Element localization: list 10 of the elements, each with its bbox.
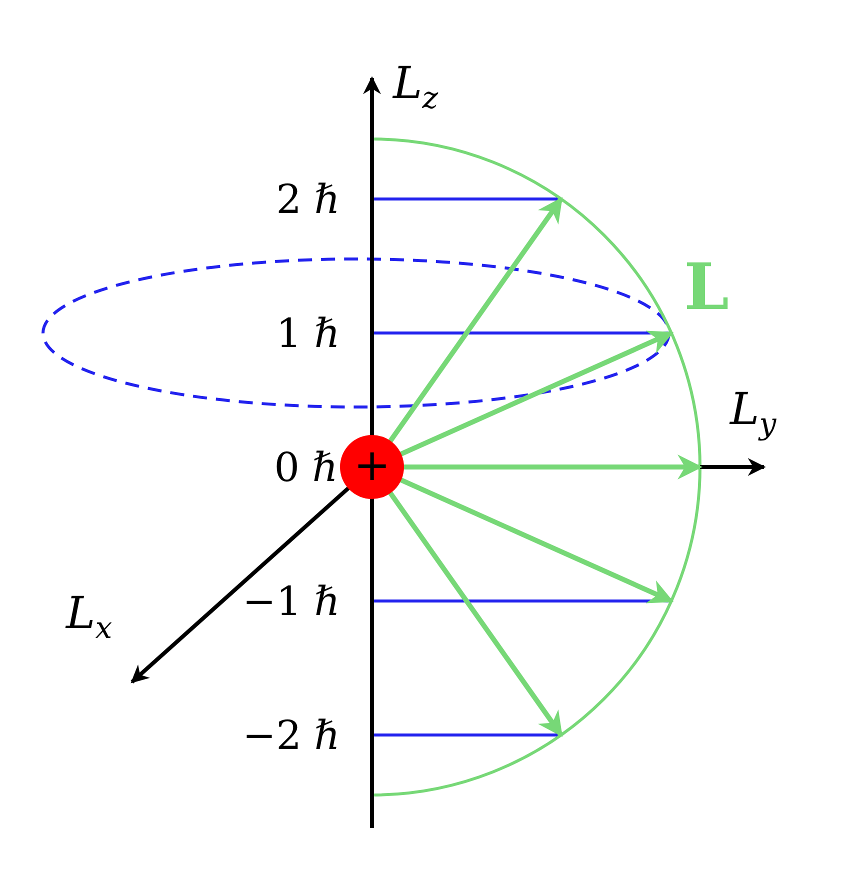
level-label: −2 ℏ: [242, 716, 340, 756]
level-label: 0 ℏ: [274, 448, 338, 488]
vector-label: L: [684, 256, 729, 320]
level-label: −1 ℏ: [242, 582, 340, 622]
axis-label: L$_{x}$: [66, 592, 112, 644]
level-label: 1 ℏ: [276, 314, 340, 354]
axis-label: L$_{z}$: [393, 62, 438, 114]
charge-circle: +: [340, 435, 404, 499]
level-label: 2 ℏ: [276, 180, 340, 220]
axis-label: L$_{y}$: [730, 388, 776, 440]
